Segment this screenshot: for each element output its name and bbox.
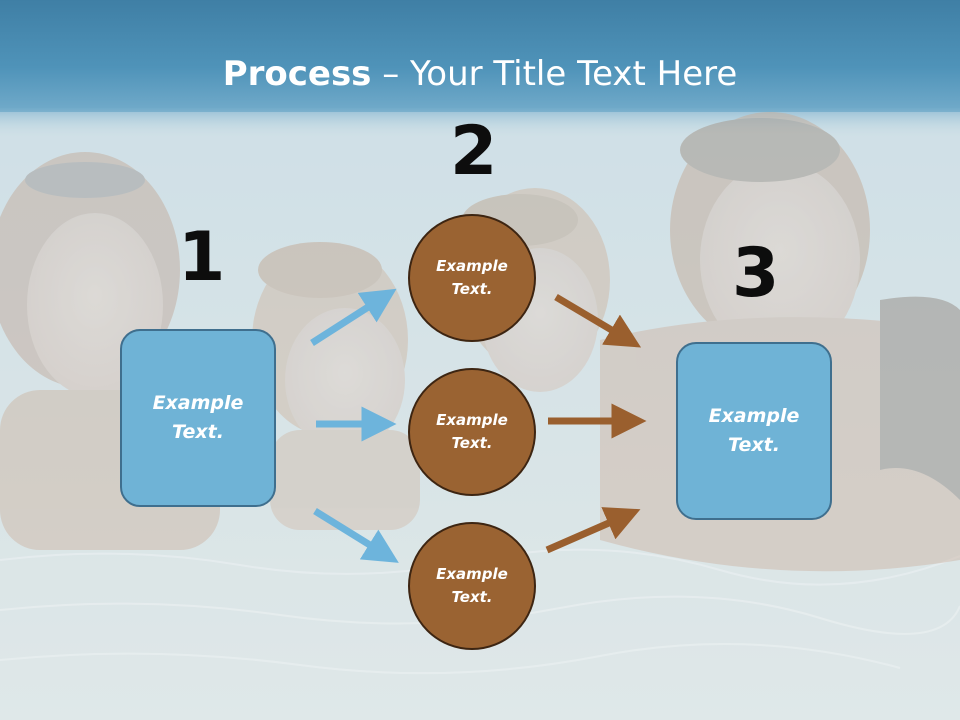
arrow-brown-down <box>554 293 642 348</box>
step-2-label-bottom: Example Text. <box>436 565 508 606</box>
arrow-brown-up <box>545 507 641 554</box>
arrow-blue-up <box>310 288 397 346</box>
step-2-label-middle: Example Text. <box>436 411 508 452</box>
step-1-number: 1 <box>178 218 226 297</box>
arrow-blue-down <box>313 508 399 563</box>
step-3-number: 3 <box>732 234 780 313</box>
step-2-circle-top: Example Text. <box>408 214 536 342</box>
step-2-circle-middle: Example Text. <box>408 368 536 496</box>
step-3-box: Example Text. <box>676 342 832 520</box>
title-bold: Process <box>222 54 372 94</box>
title-rest: – Your Title Text Here <box>371 54 738 94</box>
step-1-box: Example Text. <box>120 329 276 507</box>
step-2-number: 2 <box>450 112 498 191</box>
step-3-label: Example Text. <box>708 405 800 456</box>
step-1-label: Example Text. <box>152 392 244 443</box>
step-2-circle-bottom: Example Text. <box>408 522 536 650</box>
step-2-label-top: Example Text. <box>436 257 508 298</box>
slide-title: Process – Your Title Text Here <box>0 52 960 96</box>
